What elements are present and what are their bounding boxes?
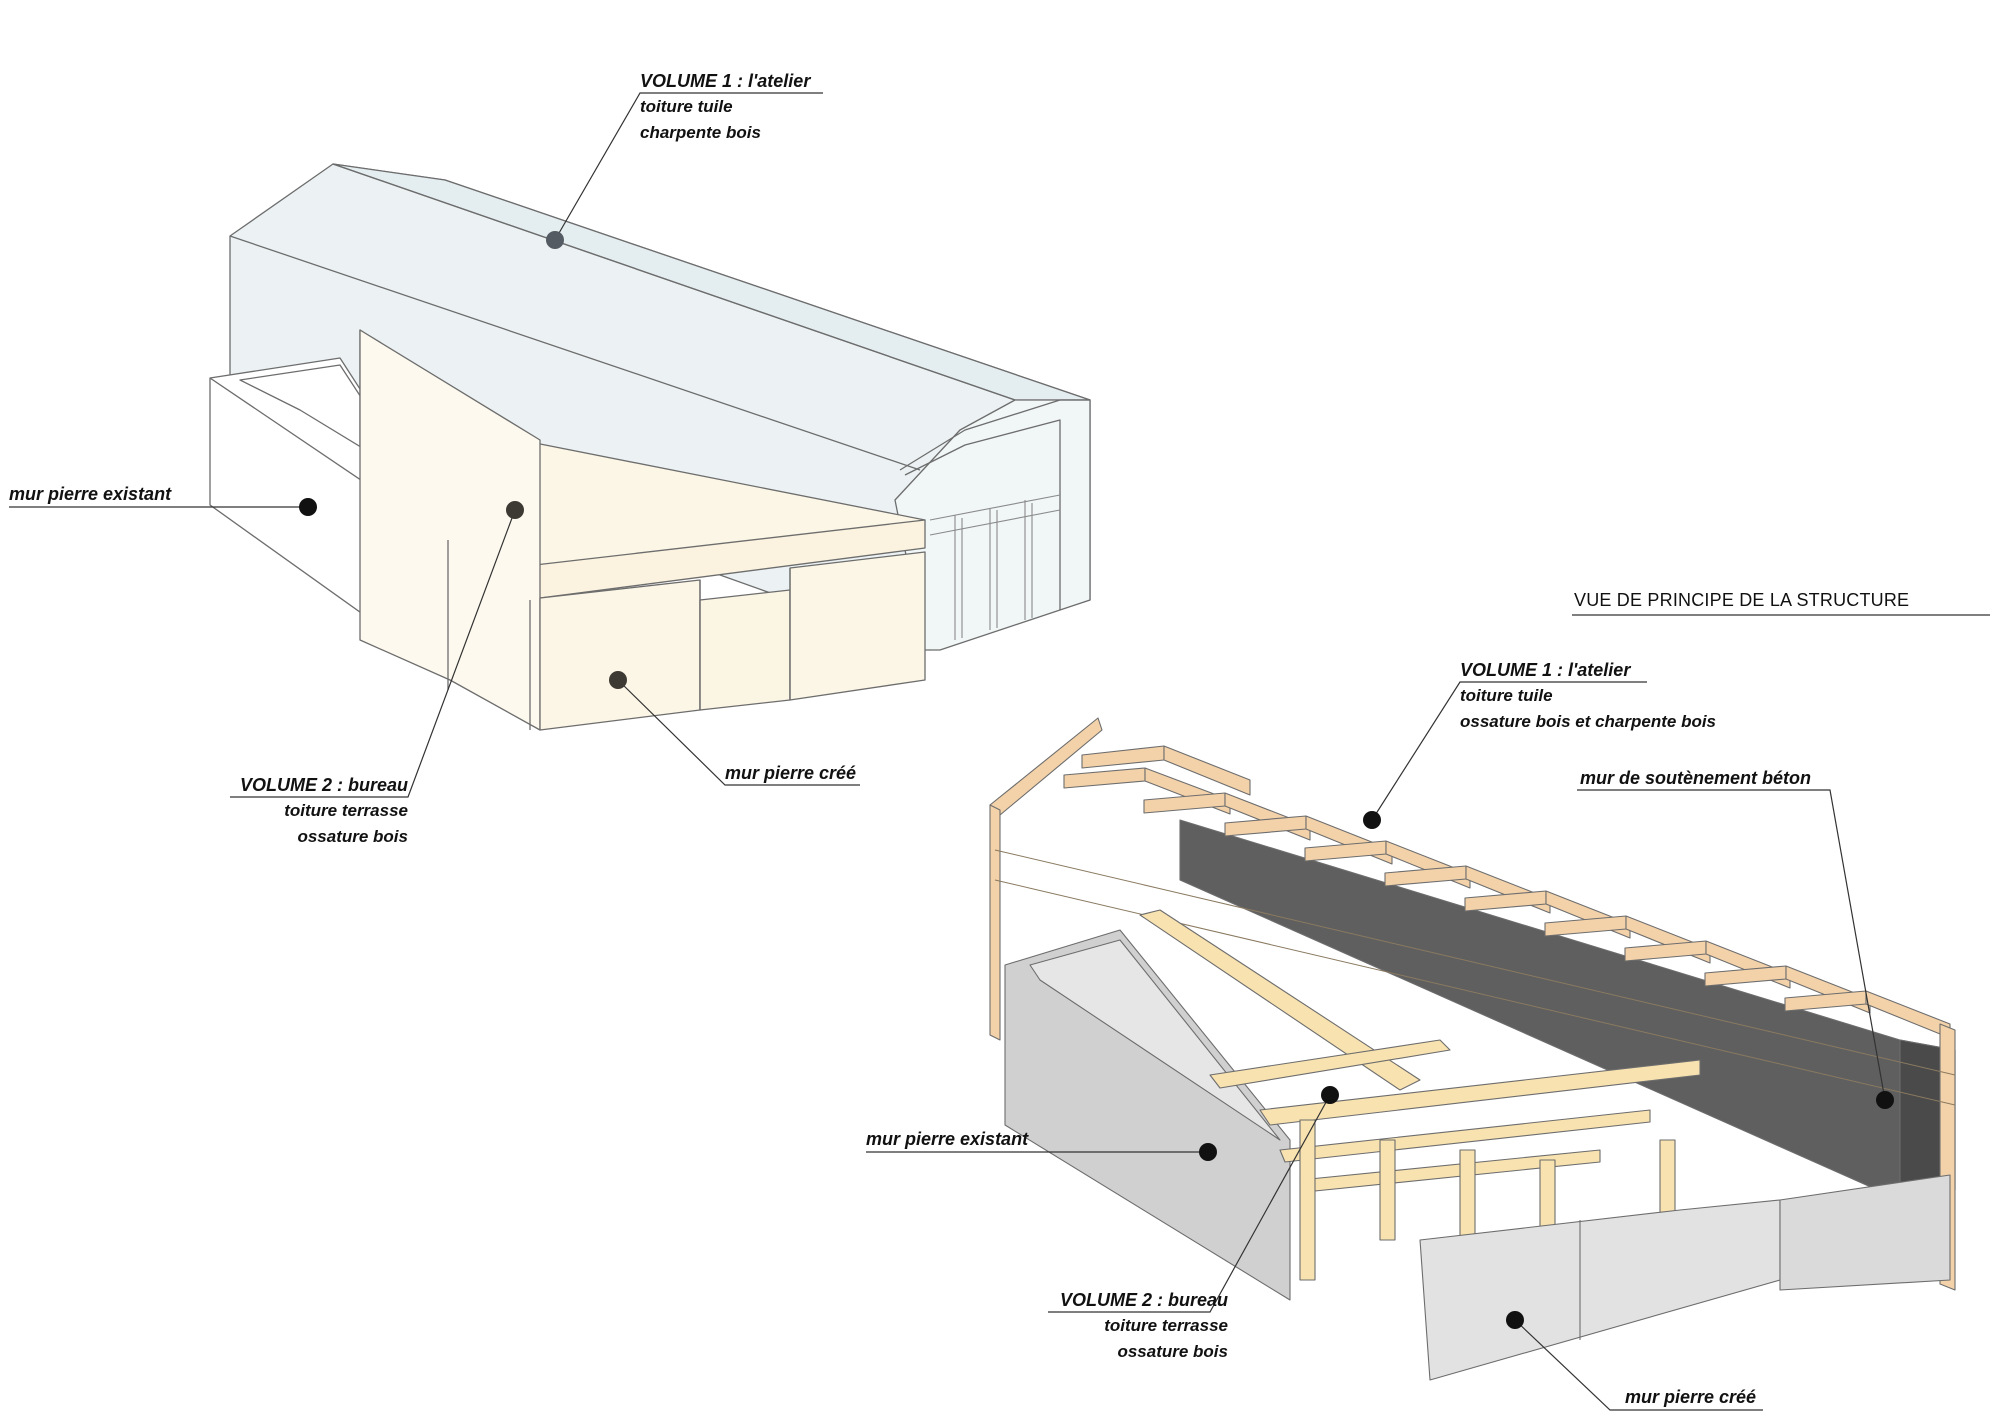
- left-volume2-line2: ossature bois: [297, 827, 408, 846]
- left-volume1-label: VOLUME 1 : l'atelier toiture tuile charp…: [640, 68, 810, 146]
- right-retaining-wall-label: mur de soutènement béton: [1580, 765, 1811, 791]
- left-volume1-line2: charpente bois: [640, 123, 761, 142]
- right-wall-created-text: mur pierre créé: [1625, 1387, 1757, 1407]
- right-volume2-label: VOLUME 2 : bureau toiture terrasse ossat…: [1000, 1287, 1228, 1365]
- timber-portal-frames: [989, 717, 1956, 1291]
- leader-dots: [299, 231, 1894, 1329]
- right-retaining-wall-text: mur de soutènement béton: [1580, 768, 1812, 788]
- right-volume1-line2: ossature bois et charpente bois: [1460, 712, 1717, 731]
- right-volume2-title: VOLUME 2 : bureau: [1059, 1290, 1228, 1310]
- volume1-end-gable: [894, 399, 1091, 651]
- left-volume2-title: VOLUME 2 : bureau: [239, 775, 408, 795]
- left-volume1-title: VOLUME 1 : l'atelier: [640, 71, 811, 91]
- right-wall-created-label: mur pierre créé: [1625, 1384, 1756, 1410]
- left-wall-existing-label: mur pierre existant: [9, 481, 171, 507]
- left-volume2-line1: toiture terrasse: [284, 801, 408, 820]
- volume2-body: [359, 329, 541, 731]
- right-volume2-line2: ossature bois: [1117, 1342, 1228, 1361]
- left-wall-existing-text: mur pierre existant: [9, 484, 172, 504]
- right-wall-existing-label: mur pierre existant: [866, 1126, 1028, 1152]
- volume2-timber-frame: [1139, 909, 1701, 1291]
- left-wall-created-text: mur pierre créé: [725, 763, 857, 783]
- right-volume1-label: VOLUME 1 : l'atelier toiture tuile ossat…: [1460, 657, 1716, 735]
- left-volume2-label: VOLUME 2 : bureau toiture terrasse ossat…: [200, 772, 408, 850]
- right-wall-existing-text: mur pierre existant: [866, 1129, 1029, 1149]
- left-wall-created-label: mur pierre créé: [725, 760, 856, 786]
- right-volume1-line1: toiture tuile: [1460, 686, 1553, 705]
- right-volume1-title: VOLUME 1 : l'atelier: [1460, 660, 1631, 680]
- structure-heading: VUE DE PRINCIPE DE LA STRUCTURE: [1574, 590, 1910, 610]
- wall-existing-right: [1004, 929, 1291, 1301]
- left-volume1-line1: toiture tuile: [640, 97, 733, 116]
- right-volume2-line1: toiture terrasse: [1104, 1316, 1228, 1335]
